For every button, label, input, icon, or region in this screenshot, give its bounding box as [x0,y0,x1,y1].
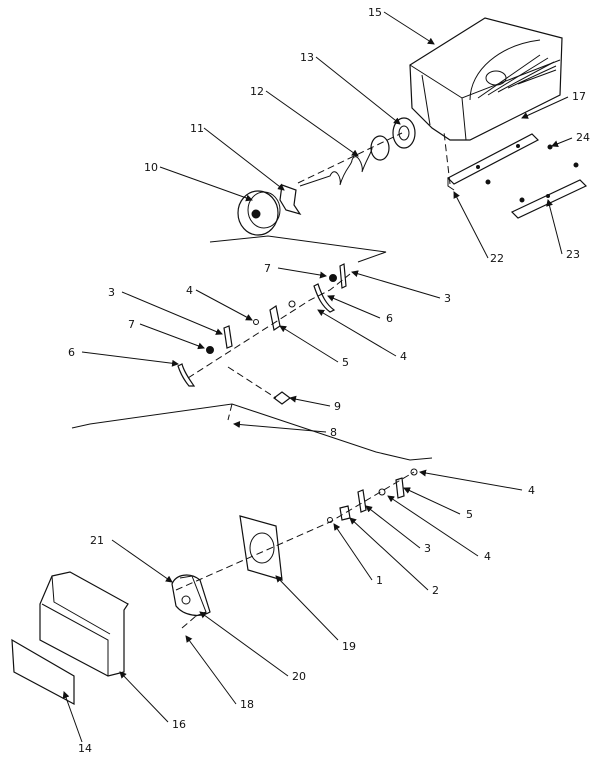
front-panel [11,638,75,705]
callout-20: 20 [292,670,306,683]
lower-hardware [327,468,418,523]
callout-8: 8 [330,426,337,439]
callout-3-right: 3 [444,292,451,305]
rail-screws [485,144,579,203]
retainer-ring [370,135,390,161]
callout-18: 18 [240,698,254,711]
auger-spring [299,147,373,187]
leader-lines [62,11,573,743]
callout-3-lower: 3 [424,542,431,555]
upper-hardware [177,263,347,387]
callout-19: 19 [342,640,356,653]
callout-4-mid: 4 [400,350,407,363]
assembly-outline-top [209,235,387,263]
motor-housing [171,574,211,617]
front-cover [39,571,129,677]
callout-13: 13 [300,51,314,64]
bearing-ring [392,117,416,149]
callout-1: 1 [376,574,383,587]
callout-5-mid: 5 [342,356,349,369]
callout-22: 22 [490,252,504,265]
pivot-pin [273,391,291,405]
callout-6-left: 6 [68,346,75,359]
crusher-blade [279,184,302,216]
assembly-outline-bottom [71,403,433,461]
drive-wheel [237,190,281,236]
callout-3-left: 3 [108,286,115,299]
callout-17: 17 [572,90,586,103]
callout-6-right: 6 [386,312,393,325]
callout-9: 9 [334,400,341,413]
callout-23: 23 [566,248,580,261]
callout-7-lower: 7 [128,318,135,331]
callout-4-lower-b: 4 [484,550,491,563]
callout-7-upper: 7 [264,262,271,275]
callout-4-left: 4 [186,284,193,297]
callout-12: 12 [250,85,264,98]
mounting-plate [239,515,283,581]
callout-16: 16 [172,718,186,731]
slide-rail-left [446,133,540,191]
callout-11: 11 [190,122,204,135]
callout-21: 21 [90,534,104,547]
callout-15: 15 [368,6,382,19]
callout-5-lower: 5 [466,508,473,521]
assembly-dash-lines [175,131,451,629]
slide-rail-right [510,179,588,219]
callout-labels: 15 13 12 11 10 17 24 22 23 7 3 6 4 5 4 3… [68,6,590,755]
callout-4-lower-a: 4 [528,484,535,497]
callout-2: 2 [432,584,439,597]
callout-24: 24 [576,131,590,144]
callout-14: 14 [78,742,92,755]
ice-bucket [409,17,563,141]
callout-10: 10 [144,161,158,174]
